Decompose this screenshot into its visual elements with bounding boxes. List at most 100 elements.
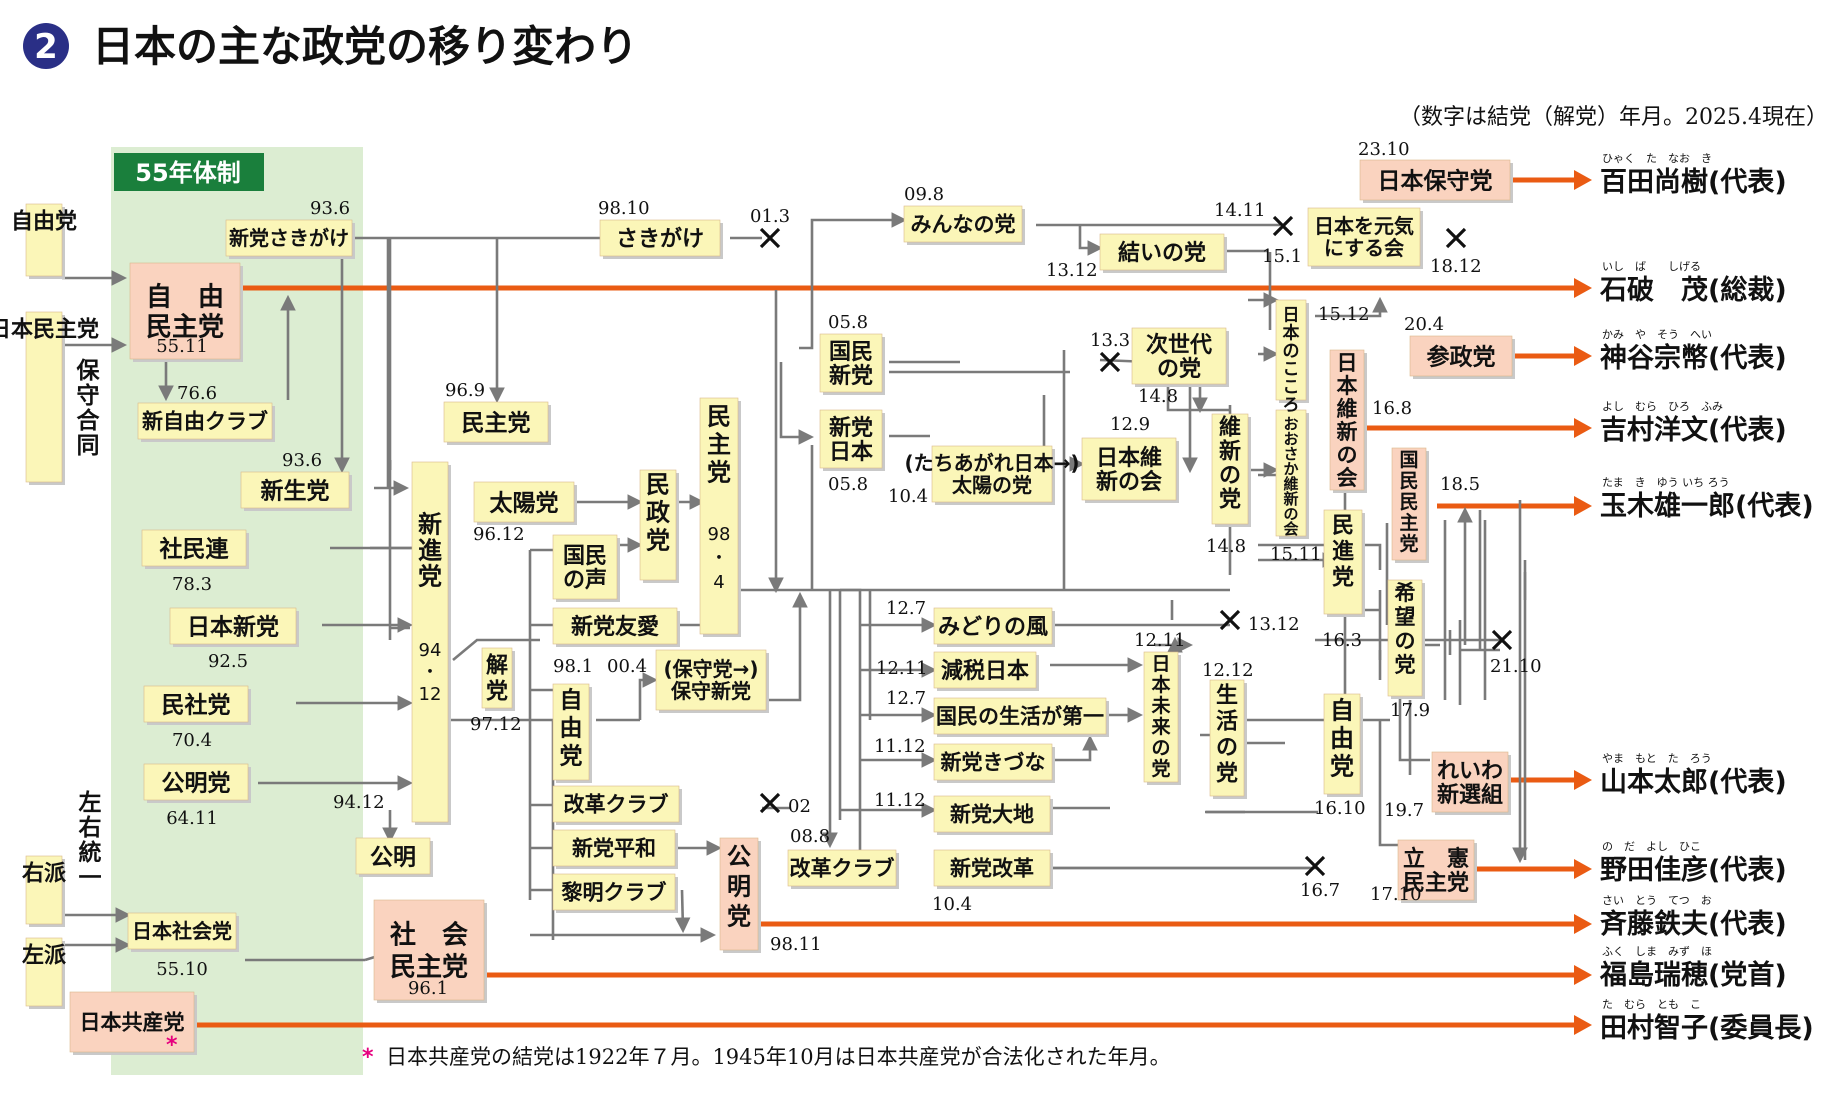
party-box-shinjiyu (137, 402, 273, 440)
party-label-shinjiyu: 新自由クラブ (142, 410, 268, 434)
party-label-kibo: 党 (1395, 653, 1416, 677)
date-label: 17.9 (1390, 700, 1430, 721)
party-label-komei1: 公明党 (162, 770, 231, 796)
leader-ruby: た むら とも こ (1602, 998, 1701, 1011)
party-label-minshin: 党 (1332, 566, 1354, 591)
leader-ruby: かみ や そう へい (1602, 328, 1712, 341)
party-label-jiyu3: 由 (1330, 724, 1354, 752)
party-label-minshu2: 民 (707, 402, 731, 430)
arrow-icon (1574, 965, 1592, 985)
party-label-jisedai: 次世代 (1146, 332, 1212, 358)
party-label-nihon_minshuto: 日本民主党 (0, 318, 99, 343)
leader-name: 野田佳彦(代表) (1600, 854, 1787, 886)
party-label-minshin: 民 (1332, 514, 1354, 539)
date-label: 4 (713, 572, 724, 593)
party-box-hoshu (655, 649, 767, 711)
party-label-seikatsu: 生 (1216, 684, 1238, 709)
party-box-kaikaku2 (787, 849, 897, 887)
date-label: 16.10 (1314, 798, 1366, 819)
leader-name: 吉村洋文(代表) (1600, 414, 1787, 446)
connector-line (638, 672, 659, 720)
party-label-shakai: 日本社会党 (132, 919, 232, 943)
party-label-kaito: 解 (486, 653, 508, 679)
date-label: 55.11 (156, 336, 208, 357)
party-box-shinto_yuai (552, 607, 678, 645)
party-label-jiyu2: 由 (560, 716, 583, 742)
arrow-icon (1574, 914, 1592, 934)
party-label-kokumin_minshu: 国 (1399, 449, 1418, 471)
date-label: 09.8 (904, 184, 944, 205)
connector-line (674, 889, 691, 934)
date-label: 98.1 (553, 656, 593, 677)
date-label: 17.10 (1370, 884, 1422, 905)
party-box-nihonshinto (169, 607, 297, 645)
note-top: （数字は結党（解党）年月。2025.4現在） (1399, 105, 1828, 130)
party-label-ishin_kai: 新の会 (1096, 469, 1162, 495)
party-label-reiwa: れいわ (1437, 759, 1503, 784)
party-label-osaka: 維 (1283, 475, 1298, 493)
leader-ruby: さい とう てつ お (1602, 894, 1712, 907)
date-label: 94 (419, 640, 442, 661)
party-label-genki: 日本を元気 (1314, 214, 1414, 238)
date-label: 10.4 (932, 894, 972, 915)
date-label: 18.5 (1440, 474, 1480, 495)
cross-mark-icon (1304, 855, 1326, 877)
party-label-ishin_kai: 日本維 (1096, 445, 1162, 471)
party-box-minna (903, 205, 1023, 243)
title-number: 2 (34, 27, 58, 67)
party-label-hoshu: (保守党→) (663, 657, 758, 681)
party-box-kokumin_koe (552, 534, 618, 600)
party-box-osaka (1275, 409, 1307, 537)
party-label-mirai: の (1151, 737, 1170, 759)
hoshu-godo-label: 合 (77, 407, 101, 434)
date-label: 12.7 (886, 598, 926, 619)
date-label: 98.10 (598, 198, 650, 219)
party-label-kokumin_minshu: 民 (1399, 470, 1418, 492)
leader-name: 石破 茂(総裁) (1599, 274, 1787, 306)
connector-line (1078, 225, 1104, 256)
party-box-daichi (933, 795, 1051, 833)
party-label-osaka: か (1283, 460, 1298, 478)
leader-ruby: よし むら ひろ ふみ (1602, 400, 1723, 413)
footnote-text: 日本共産党の結党は1922年７月。1945年10月は日本共産党が合法化された年月… (386, 1045, 1171, 1069)
party-label-kokumin_shinto: 新党 (829, 363, 873, 389)
cross-mark-icon (1491, 629, 1513, 651)
party-label-osaka: お (1283, 430, 1298, 448)
party-label-jiyu2: 自 (560, 687, 583, 714)
party-label-kokumin_koe: 国民 (563, 544, 607, 569)
party-label-jiyuto: 自由党 (11, 209, 77, 235)
cross-mark-icon (759, 227, 781, 249)
party-box-komei2 (355, 837, 431, 875)
party-label-taiyo: 太陽党 (490, 490, 559, 516)
party-label-kokoro: こ (1283, 377, 1300, 397)
party-label-minshu2: 党 (707, 458, 731, 486)
date-label: 10.4 (888, 486, 928, 507)
party-label-kokumin_minshu: 民 (1399, 491, 1418, 513)
party-label-seikatsu: の (1216, 736, 1238, 761)
party-label-mirai: 日 (1151, 653, 1170, 675)
arrow-icon (1574, 1015, 1592, 1035)
party-label-kyosan: 日本共産党 (80, 1011, 185, 1035)
party-label-minna: みんなの党 (911, 213, 1016, 237)
connector-line (779, 362, 815, 445)
party-box-kokumin_minshu (1391, 447, 1427, 561)
date-label: 96.1 (408, 978, 448, 999)
date-label: 94.12 (333, 792, 385, 813)
date-label: 98 (708, 524, 731, 545)
date-label: 64.11 (166, 808, 218, 829)
sayu-toitsu-label: 右 (79, 814, 102, 841)
date-label: 76.6 (177, 383, 217, 404)
party-box-minsei (639, 469, 677, 581)
party-label-tachiagare: 太陽の党 (952, 473, 1032, 497)
date-label: 13.3 (1090, 330, 1130, 351)
party-box-komei3 (719, 837, 759, 951)
connector-line (1050, 734, 1098, 762)
leader-name: 神谷宗幣(代表) (1600, 342, 1787, 374)
party-label-shinto_heiwa: 新党平和 (572, 837, 656, 861)
party-box-reiwa (1431, 751, 1509, 813)
date-label: 96.9 (445, 380, 485, 401)
party-label-yui: 結いの党 (1118, 240, 1206, 266)
party-box-daiichi (933, 697, 1107, 735)
page-title: 日本の主な政党の移り変わり (92, 22, 638, 71)
party-label-minsei: 党 (646, 526, 670, 554)
